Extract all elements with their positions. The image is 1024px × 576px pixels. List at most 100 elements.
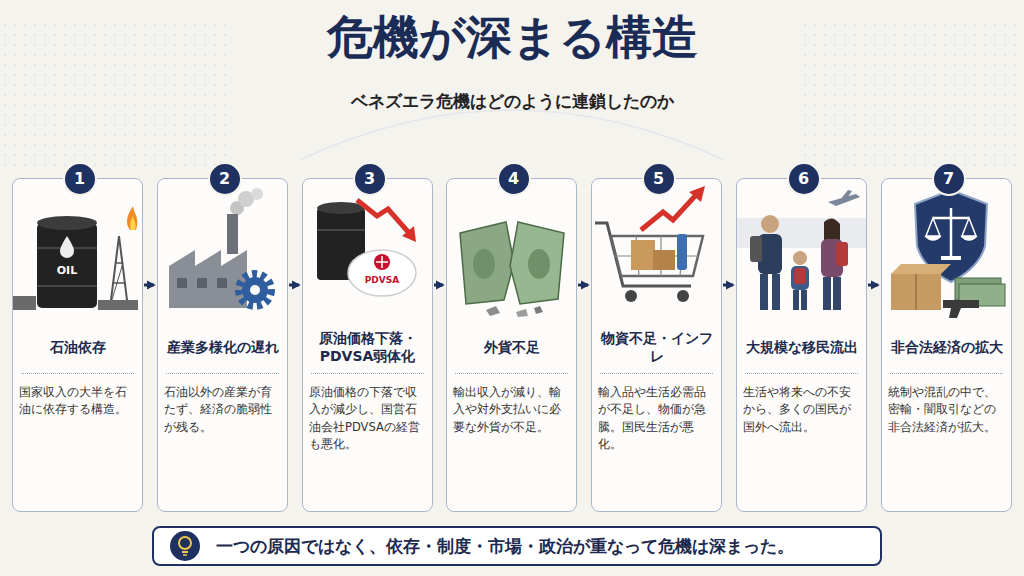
illegal-economy-icon <box>925 236 977 240</box>
dot-texture <box>0 20 230 170</box>
torn-money-icon <box>473 249 495 279</box>
step-number: 2 <box>208 162 242 196</box>
torn-money-icon <box>460 222 564 317</box>
illegal-economy-icon <box>891 274 941 310</box>
illegal-economy-icon <box>926 218 976 236</box>
oil-barrel-icon <box>12 296 36 310</box>
migration-icon <box>828 190 860 206</box>
card-ground <box>157 178 288 512</box>
oil-barrel-icon <box>113 282 125 284</box>
number-text: 3 <box>364 171 375 187</box>
card-ground <box>736 178 867 512</box>
migration-icon <box>761 215 779 233</box>
number-text: 5 <box>653 171 664 187</box>
card-body: 生活や将来への不安から、多くの国民が国外へ流出。 <box>743 384 860 436</box>
oil-barrel-icon <box>98 300 138 310</box>
lightbulb-icon <box>182 551 188 553</box>
card-ground <box>591 178 722 512</box>
number-text: 6 <box>798 171 809 187</box>
price-drop-icon <box>348 250 416 296</box>
illegal-economy-icon <box>941 256 961 260</box>
shopping-cart-icon <box>631 240 655 270</box>
card-ground <box>12 178 143 512</box>
migration-icon <box>823 277 831 310</box>
card-title: 原油価格下落・PDVSA弱体化 <box>311 327 424 374</box>
card-ground <box>12 178 1012 566</box>
lightbulb-icon <box>170 531 200 561</box>
dot-texture <box>300 110 724 160</box>
dot-texture <box>800 20 1024 170</box>
shopping-cart-icon <box>611 236 703 276</box>
number-text: 7 <box>943 171 954 187</box>
card-body: 輸出収入が減り、輸入や対外支払いに必要な外貨が不足。 <box>453 384 570 436</box>
factory-icon <box>242 277 268 303</box>
card-title: 外貨不足 <box>455 327 568 374</box>
card-ground <box>446 178 577 512</box>
lightbulb-icon <box>183 554 187 556</box>
card-body: 原油価格の下落で収入が減少し、国営石油会社PDVSAの経営も悪化。 <box>309 384 426 453</box>
illegal-economy-icon <box>933 217 969 220</box>
card-ground <box>152 526 882 566</box>
oil-barrel-icon <box>111 263 123 303</box>
migration-icon <box>801 290 807 310</box>
oil-barrel-icon <box>115 262 123 264</box>
illegal-economy-icon <box>950 208 953 256</box>
factory-icon <box>169 188 271 308</box>
oil-barrel-icon <box>127 206 137 230</box>
card-ground <box>302 178 433 512</box>
flow-arrow <box>289 284 299 287</box>
step-number: 6 <box>787 162 821 196</box>
card-title: 産業多様化の遅れ <box>166 327 279 374</box>
migration-icon <box>736 190 867 310</box>
factory-icon <box>217 278 227 288</box>
illegal-economy-icon <box>891 190 1005 318</box>
illegal-economy-icon <box>891 264 951 274</box>
migration-icon <box>794 268 806 284</box>
step-number: 7 <box>932 162 966 196</box>
step-number: 5 <box>642 162 676 196</box>
lightbulb-icon <box>179 537 191 549</box>
oil-barrel-icon <box>37 223 97 308</box>
number-text: 1 <box>74 171 85 187</box>
oil-barrel-icon <box>37 285 97 287</box>
shopping-cart-icon <box>653 250 675 270</box>
illegal-economy-icon <box>943 300 979 318</box>
price-drop-icon <box>357 200 410 234</box>
step-number: 1 <box>63 162 97 196</box>
migration-icon <box>760 274 768 310</box>
logo-label: PDVSA <box>365 275 399 285</box>
shopping-cart-icon <box>677 234 687 270</box>
lightbulb-icon <box>170 531 200 561</box>
oil-barrel-icon <box>130 216 136 230</box>
flow-arrow <box>144 284 154 287</box>
migration-icon <box>772 274 780 310</box>
oil-barrel-icon <box>12 206 138 310</box>
factory-icon <box>169 250 247 308</box>
card-body: 国家収入の大半を石油に依存する構造。 <box>19 384 136 419</box>
summary-box: 一つの原因ではなく、依存・制度・市場・政治が重なって危機は深まった。 <box>152 526 882 566</box>
card-title: 非合法経済の拡大 <box>890 327 1003 374</box>
card-title: 大規模な移民流出 <box>745 327 858 374</box>
shopping-cart-icon <box>677 290 689 302</box>
migration-icon <box>793 290 799 310</box>
step-card: 外貨不足輸出収入が減り、輸入や対外支払いに必要な外貨が不足。4 <box>446 178 577 512</box>
factory-icon <box>227 214 238 254</box>
card-body: 統制や混乱の中で、密輸・闇取引などの非合法経済が拡大。 <box>888 384 1005 436</box>
flow-arrow <box>868 284 878 287</box>
step-card: 大規模な移民流出生活や将来への不安から、多くの国民が国外へ流出。6 <box>736 178 867 512</box>
step-number: 4 <box>497 162 531 196</box>
number-text: 4 <box>508 171 519 187</box>
subtitle: ベネズエラ危機はどのように連鎖したのか <box>351 90 674 113</box>
torn-money-icon <box>534 306 543 314</box>
step-card: 物資不足・インフレ輸入品や生活必需品が不足し、物価が急騰。国民生活が悪化。5 <box>591 178 722 512</box>
migration-icon <box>836 242 848 266</box>
oil-barrel-icon <box>37 216 97 230</box>
factory-icon <box>177 278 187 288</box>
torn-money-icon <box>516 309 528 317</box>
step-card: 石油依存国家収入の大半を石油に依存する構造。1 <box>12 178 143 512</box>
price-drop-icon <box>376 256 388 268</box>
oil-barrel-icon <box>110 236 128 308</box>
barrel-label: OIL <box>57 264 77 277</box>
